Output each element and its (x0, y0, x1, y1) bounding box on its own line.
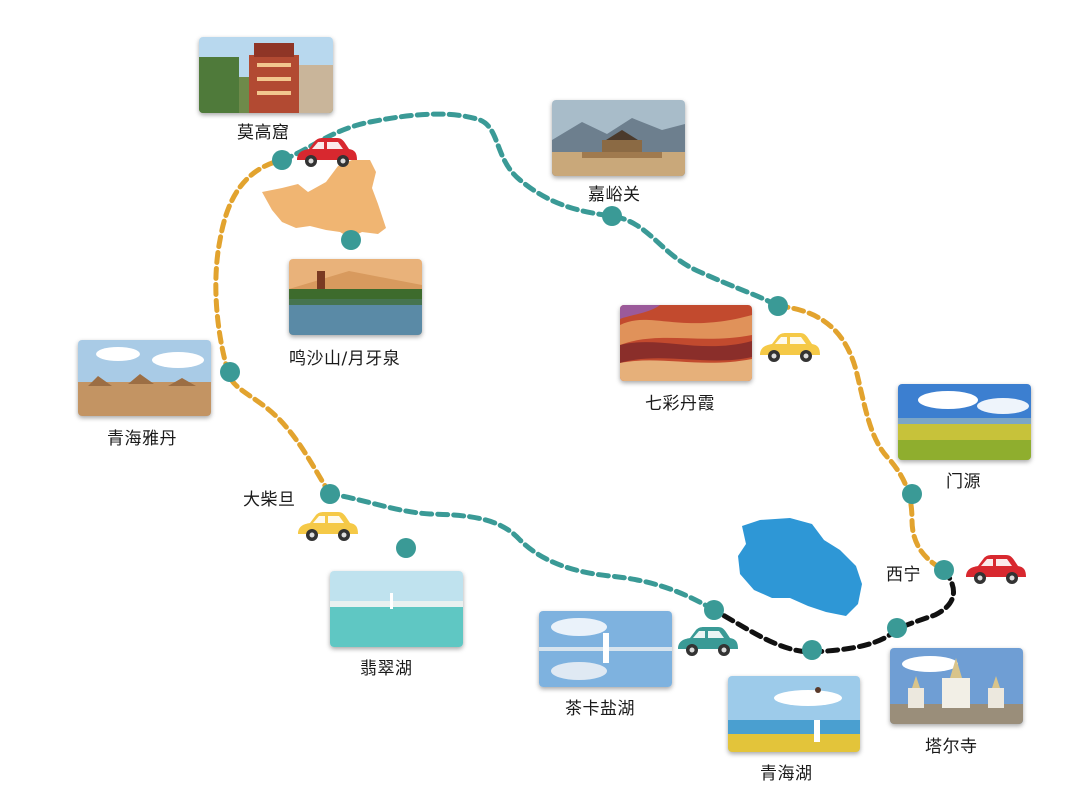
photo-menyuan (898, 384, 1031, 460)
photo-jiayuguan (552, 100, 685, 176)
photo-mogao (199, 37, 333, 113)
stop-marker-chaka (704, 600, 724, 620)
photo-taer (890, 648, 1023, 724)
stop-marker-mingsha (341, 230, 361, 250)
stop-marker-feicui (396, 538, 416, 558)
stop-marker-xining (934, 560, 954, 580)
photo-mingsha (289, 259, 422, 335)
stop-marker-jiayuguan (602, 206, 622, 226)
label-mingsha: 鸣沙山/月牙泉 (289, 349, 401, 369)
car-icon-yellow-west (298, 512, 358, 541)
stop-marker-yadan (220, 362, 240, 382)
route-mogao-jiayuguan (279, 111, 781, 309)
label-xining: 西宁 (886, 565, 921, 585)
label-qicai: 七彩丹霞 (645, 394, 715, 414)
stop-marker-qicai (768, 296, 788, 316)
label-qinghaihu: 青海湖 (760, 764, 813, 784)
label-chaka: 茶卡盐湖 (565, 699, 635, 719)
car-icon-teal-south (678, 627, 738, 656)
photo-yadan (78, 340, 211, 416)
stop-marker-dachaidan (320, 484, 340, 504)
qinghai-lake-shape (738, 518, 862, 616)
label-taer: 塔尔寺 (925, 737, 978, 757)
stop-marker-taer (887, 618, 907, 638)
label-menyuan: 门源 (946, 472, 981, 492)
car-icon-red-top (297, 138, 357, 167)
label-feicui: 翡翠湖 (360, 659, 413, 679)
stop-marker-mogao (272, 150, 292, 170)
car-icon-yellow-east (760, 333, 820, 362)
car-icon-red-east (966, 555, 1026, 584)
photo-qinghaihu (728, 676, 860, 752)
label-yadan: 青海雅丹 (107, 429, 177, 449)
photo-feicui (330, 571, 463, 647)
photo-qicai (620, 305, 752, 381)
stop-marker-menyuan (902, 484, 922, 504)
route-jiayuguan-xining (775, 303, 947, 573)
route-xining-chaka (711, 567, 956, 655)
stop-marker-qinghaihu (802, 640, 822, 660)
gansu-region-shape (262, 160, 386, 238)
label-jiayuguan: 嘉峪关 (588, 185, 641, 205)
label-mogao: 莫高窟 (237, 123, 290, 143)
route-dachaidan-mogao (213, 157, 333, 497)
photo-chaka (539, 611, 672, 687)
label-dachaidan: 大柴旦 (243, 490, 296, 510)
route-chaka-dachaidan (327, 491, 717, 613)
